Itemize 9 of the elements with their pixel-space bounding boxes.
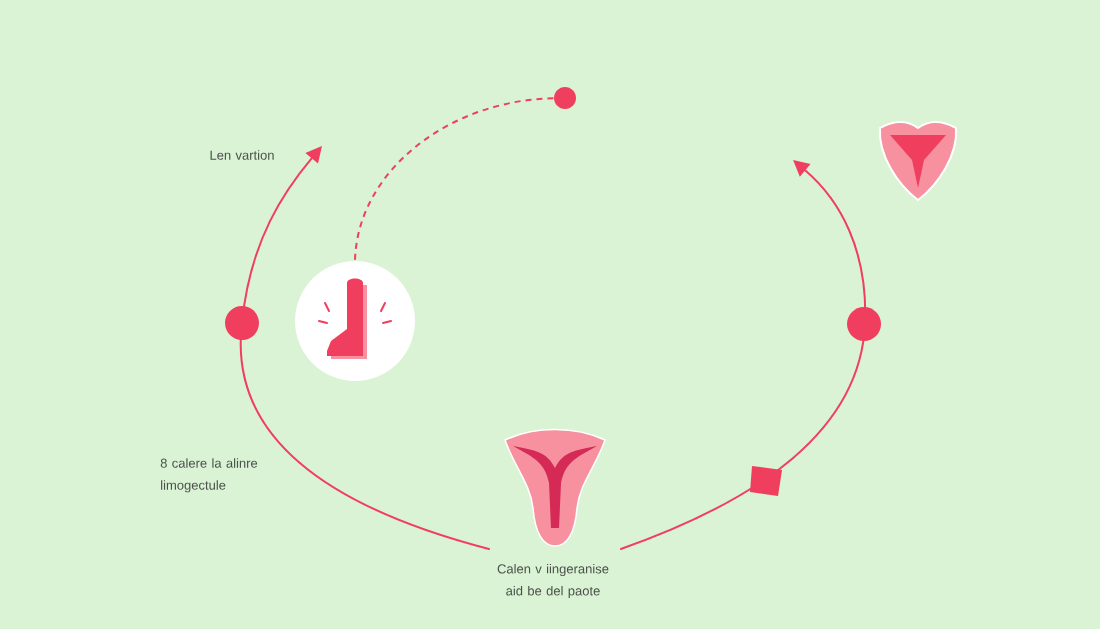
arrow — [239, 146, 491, 551]
caption-text: 8 calere la alinre limogectule — [160, 458, 258, 493]
uterus-drawing — [504, 428, 606, 547]
dot — [554, 87, 576, 109]
caption-text: Len vartion — [210, 150, 274, 160]
caption-text: Calen v iingeranise aid be del paote — [497, 563, 609, 599]
circle-icon-drawing — [295, 261, 415, 381]
uterus-drawing — [878, 120, 958, 201]
arrow — [619, 160, 867, 551]
